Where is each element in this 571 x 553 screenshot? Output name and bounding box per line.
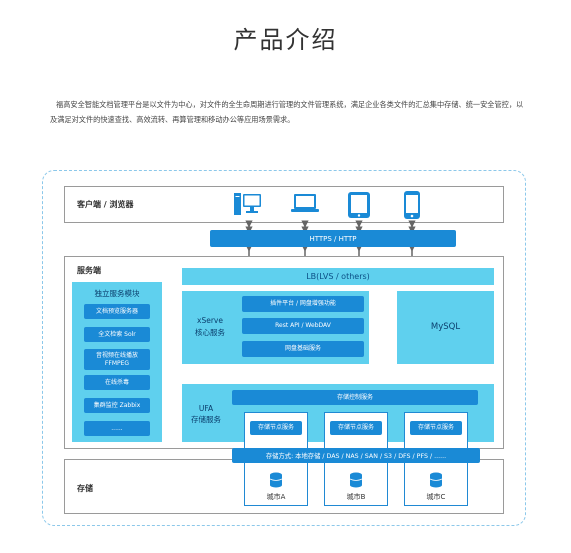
database-icon-b <box>349 472 363 488</box>
city-c-label: 城市C <box>426 493 446 501</box>
phone-icon <box>404 191 420 219</box>
city-a-label: 城市A <box>266 493 286 501</box>
database-icon-a <box>269 472 283 488</box>
city-b-label: 城市B <box>346 493 366 501</box>
xserve-rest-api: Rest API / WebDAV <box>242 318 364 334</box>
service-zabbix: 集群监控 Zabbix <box>84 398 150 413</box>
service-antivirus: 在线杀毒 <box>84 375 150 390</box>
xserve-subtitle: 核心服务 <box>195 328 225 337</box>
service-more: ...... <box>84 421 150 436</box>
service-solr: 全文检索 Solr <box>84 327 150 342</box>
storage-node-c: 存储节点服务 <box>410 421 462 435</box>
server-label: 服务端 <box>77 266 101 275</box>
service-doc-preview: 文档预览服务器 <box>84 304 150 319</box>
storage-label: 存储 <box>77 484 93 493</box>
standalone-services-title: 独立服务模块 <box>94 289 140 298</box>
client-panel <box>64 186 504 223</box>
xserve-base-service: 网盘基础服务 <box>242 341 364 357</box>
https-bar: HTTPS / HTTP <box>210 230 456 247</box>
xserve-plugin-platform: 插件平台 / 网盘增强功能 <box>242 296 364 312</box>
service-ffmpeg: 音视频在线播放 FFMPEG <box>84 349 150 370</box>
storage-node-b: 存储节点服务 <box>330 421 382 435</box>
database-icon-c <box>429 472 443 488</box>
lb-bar: LB(LVS / others) <box>182 268 494 285</box>
desktop-icon <box>234 193 261 215</box>
client-label: 客户端 / 浏览器 <box>77 200 134 209</box>
ufa-subtitle: 存储服务 <box>191 415 221 424</box>
storage-methods-bar: 存储方式: 本地存储 / DAS / NAS / SAN / S3 / DFS … <box>232 448 480 463</box>
page-title: 产品介绍 <box>233 26 338 54</box>
storage-node-a: 存储节点服务 <box>250 421 302 435</box>
laptop-icon <box>291 194 319 212</box>
intro-paragraph: 福高安全智能文档管理平台是以文件为中心，对文件的全生命周期进行管理的文件管理系统… <box>50 100 524 124</box>
diagram-frame <box>42 170 526 526</box>
tablet-icon <box>348 192 370 218</box>
ufa-storage-control: 存储控制服务 <box>232 390 478 405</box>
mysql-box: MySQL <box>397 291 494 364</box>
ufa-name: UFA <box>198 404 214 413</box>
xserve-name: xServe <box>197 316 223 325</box>
